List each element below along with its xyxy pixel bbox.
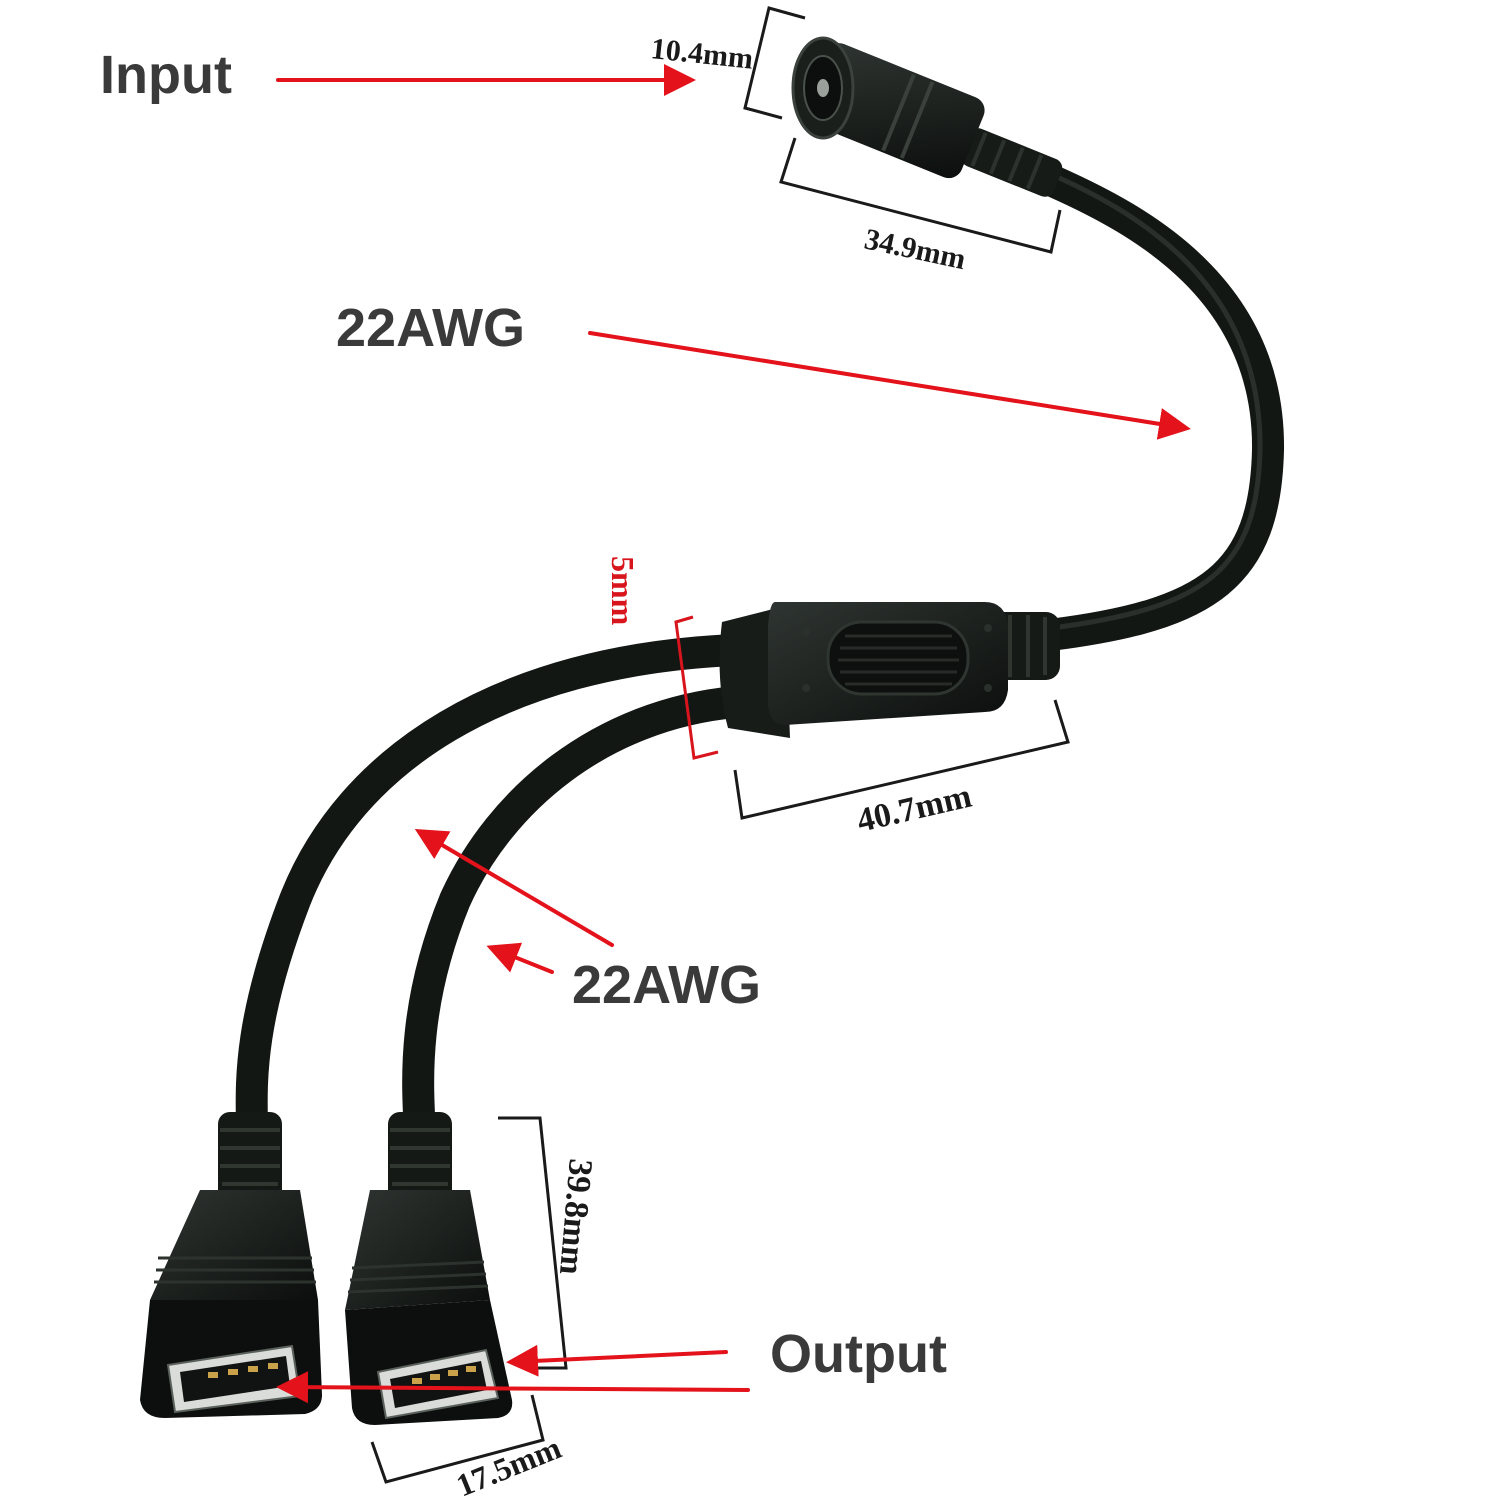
dimension-usb-width: 17.5mm — [451, 1429, 566, 1500]
callout-arrows — [276, 64, 1191, 1404]
branch-cable-left — [235, 634, 736, 1136]
dimension-bracket-5mm — [674, 615, 719, 760]
arrow-22awg-left — [414, 828, 614, 947]
dimension-usb-length: 39.8mm — [552, 1157, 599, 1276]
dc-female-jack — [791, 36, 1063, 197]
arrow-22awg-main — [588, 331, 1191, 440]
dimension-brackets — [370, 6, 1070, 1484]
dimension-dc-jack-length: 34.9mm — [862, 223, 969, 277]
arrow-output-right — [506, 1344, 728, 1377]
usb-female-connector-left — [140, 1112, 322, 1418]
dimension-branch-cable-diameter: 5mm — [605, 556, 641, 626]
usb-female-connector-right — [345, 1112, 513, 1425]
output-label: Output — [770, 1324, 947, 1384]
dimension-dc-jack-diameter: 10.4mm — [649, 32, 754, 76]
cable-gauge-label-branch: 22AWG — [572, 955, 761, 1015]
arrow-22awg-right — [486, 942, 554, 974]
splitter-junction — [719, 602, 1060, 738]
input-label: Input — [100, 45, 232, 105]
main-cable — [1034, 166, 1285, 651]
branch-cable-right — [402, 686, 737, 1136]
arrow-output-left — [276, 1371, 750, 1404]
cable-gauge-label-main: 22AWG — [336, 298, 525, 358]
